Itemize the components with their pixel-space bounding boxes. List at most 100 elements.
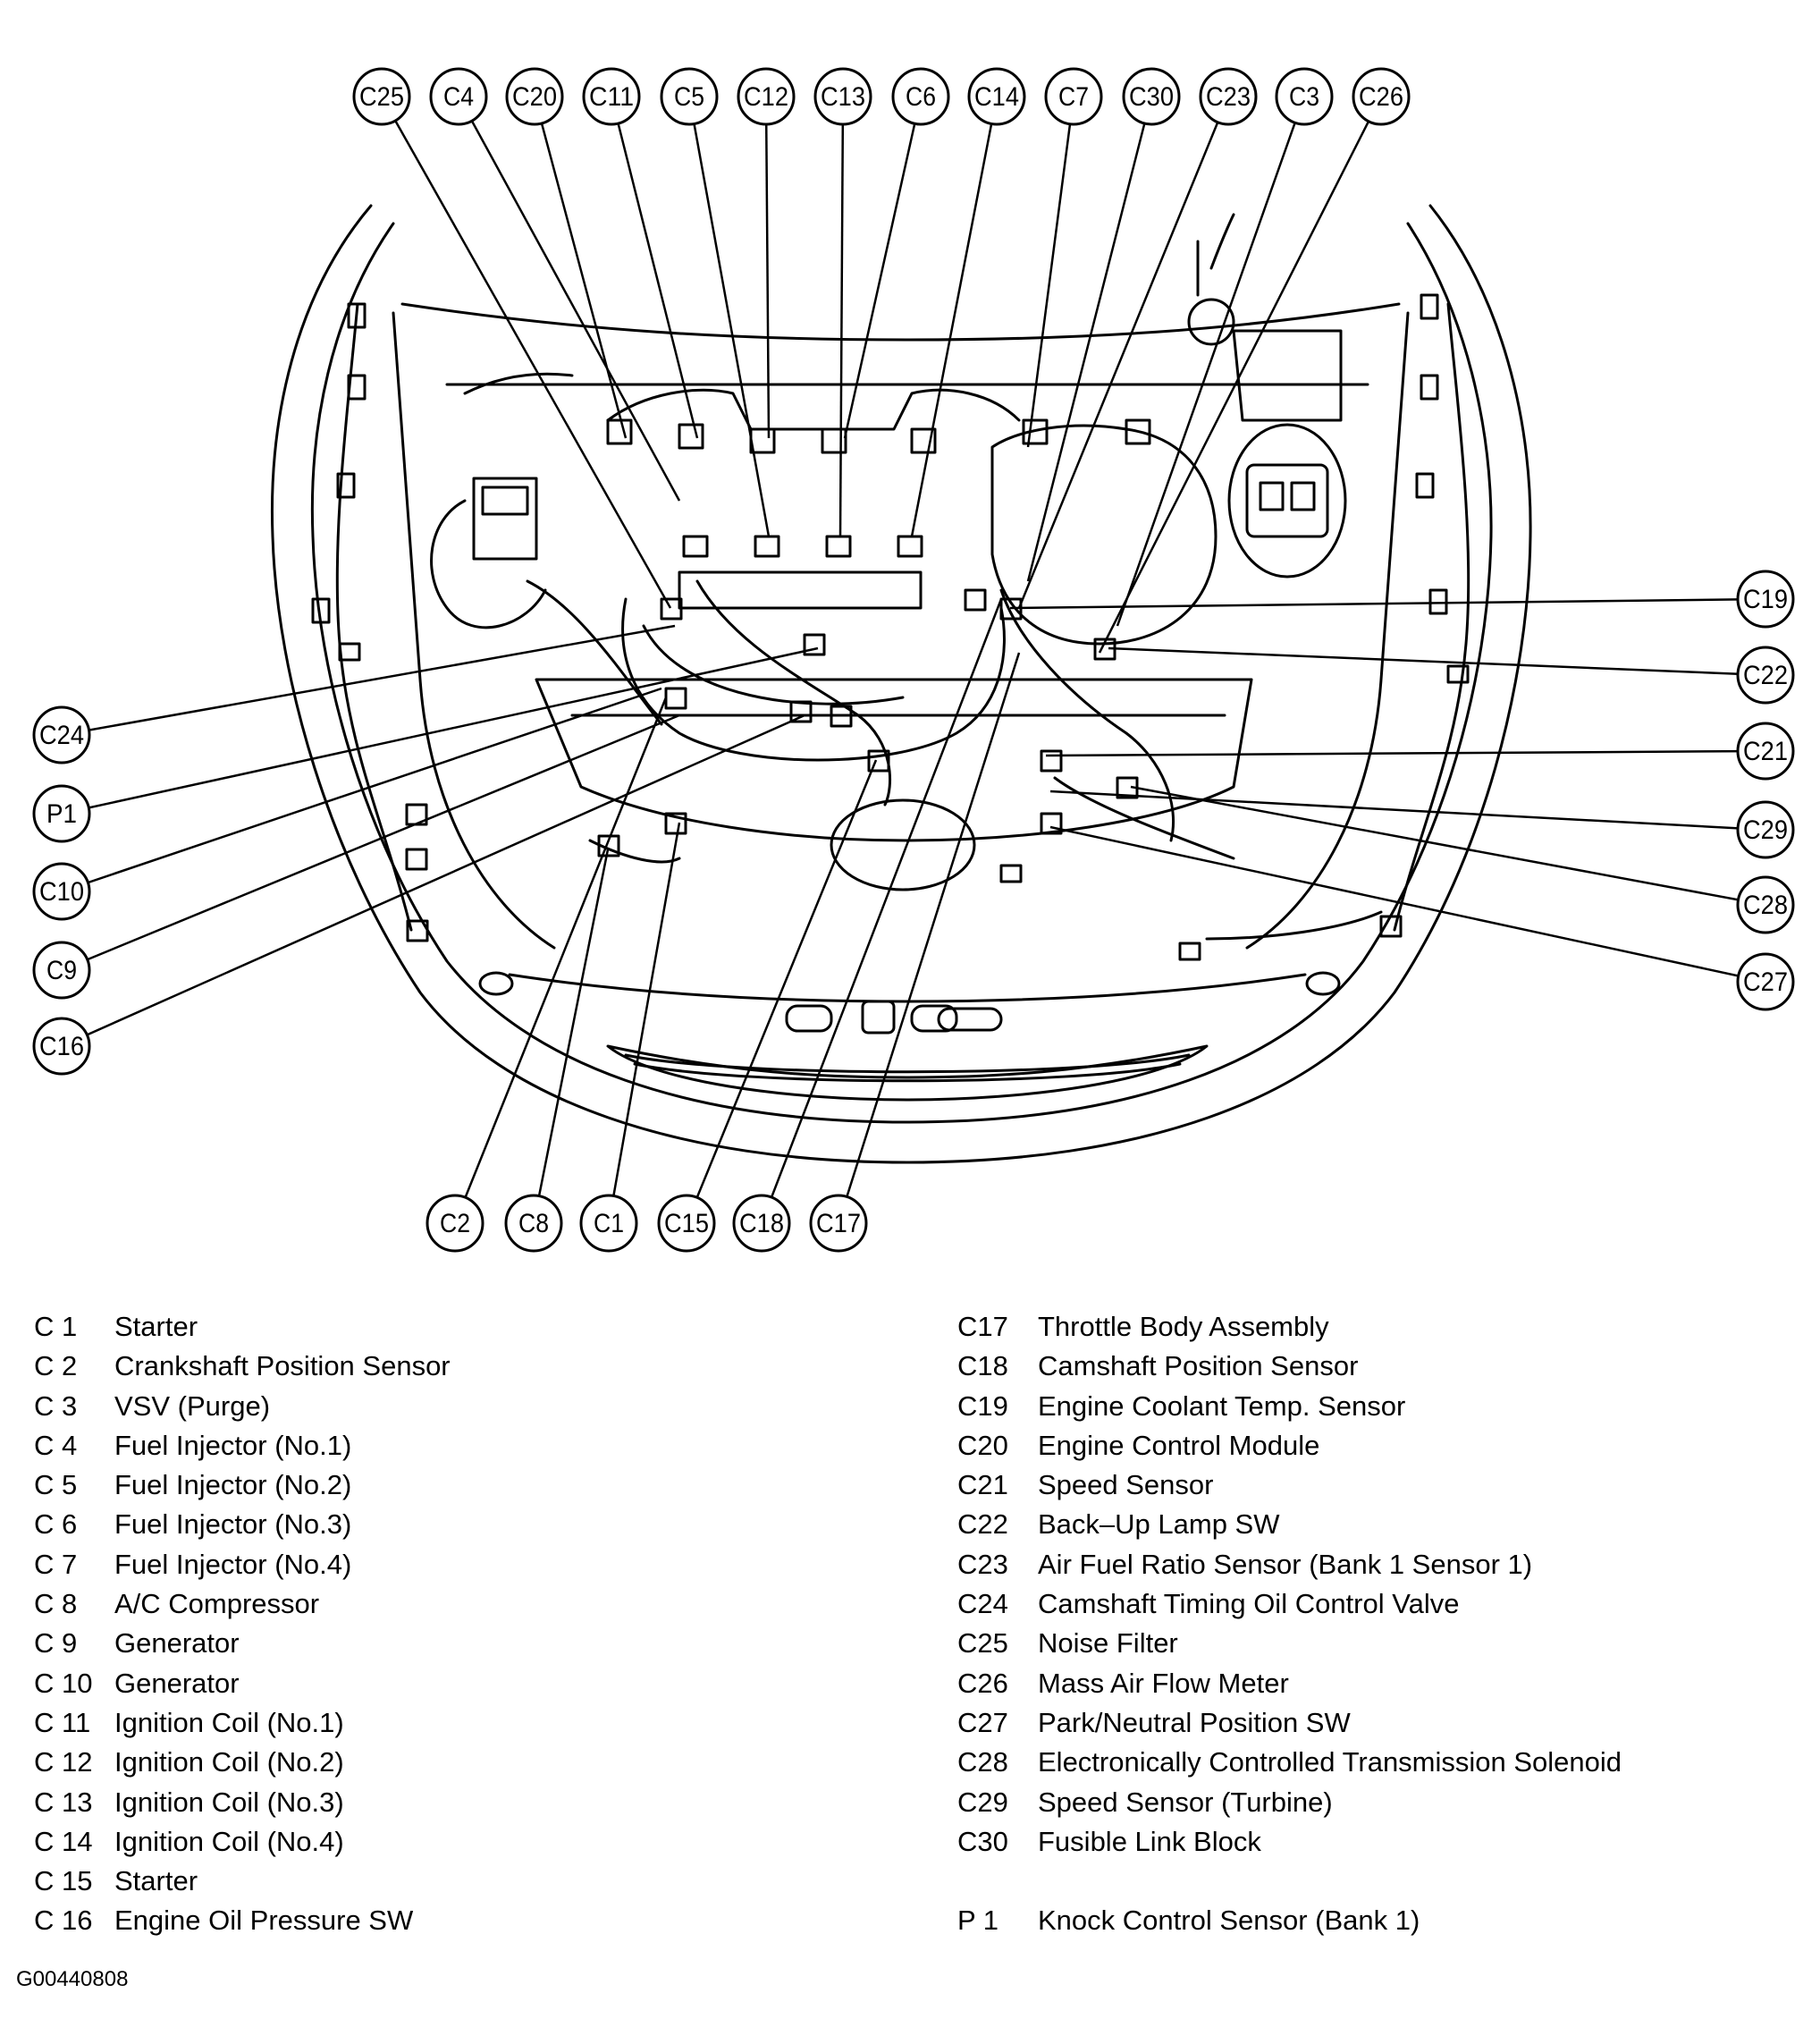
legend-code: C 16 [34, 1905, 93, 1937]
legend-desc: A/C Compressor [114, 1588, 320, 1620]
legend-desc: Ignition Coil (No.4) [114, 1825, 344, 1857]
legend-desc: Ignition Coil (No.2) [114, 1746, 344, 1778]
legend-code: C22 [957, 1508, 1008, 1541]
legend-row: C27 Park/Neutral Position SW [957, 1703, 1622, 1743]
legend-desc: Fuel Injector (No.3) [114, 1508, 352, 1541]
legend-code: C21 [957, 1469, 1008, 1501]
legend-row: C 14 Ignition Coil (No.4) [34, 1822, 451, 1862]
legend-code: C 9 [34, 1627, 78, 1660]
callout-label: C24 [39, 721, 84, 750]
leader-line [1098, 96, 1383, 654]
callout-label: C8 [518, 1209, 549, 1238]
legend-code: C20 [957, 1429, 1008, 1461]
callout-circle [32, 705, 91, 764]
legend-desc: Fuel Injector (No.1) [114, 1429, 352, 1461]
legend-desc: Electronically Controlled Transmission S… [1038, 1746, 1622, 1778]
legend-code: C18 [957, 1350, 1008, 1382]
legend-code: C26 [957, 1667, 1008, 1699]
callout-label: C2 [440, 1209, 470, 1238]
callout-label: C28 [1743, 891, 1788, 920]
legend-code: C24 [957, 1588, 1008, 1620]
legend-desc: Fuel Injector (No.2) [114, 1469, 352, 1501]
leader-line [61, 646, 819, 815]
leader-line [457, 96, 681, 502]
legend-code: C 12 [34, 1746, 93, 1778]
legend-row: C 12 Ignition Coil (No.2) [34, 1743, 451, 1782]
legend-code: C30 [957, 1825, 1008, 1857]
legend-desc: Generator [114, 1667, 240, 1699]
leader-line [61, 714, 805, 1048]
legend-row: C 11 Ignition Coil (No.1) [34, 1703, 451, 1743]
callout-label: C12 [744, 82, 788, 112]
leader-line [760, 598, 1003, 1224]
leader-line [685, 759, 878, 1224]
leader-line [610, 96, 699, 439]
legend-code: C 14 [34, 1825, 93, 1857]
callout-circle [582, 67, 641, 126]
callout-circle [1736, 800, 1795, 859]
leader-line [687, 96, 771, 537]
legend-desc: Crankshaft Position Sensor [114, 1350, 451, 1382]
leader-line [1017, 96, 1230, 609]
leader-line [1026, 96, 1153, 582]
leader-line [1130, 785, 1766, 907]
legend-code: C29 [957, 1786, 1008, 1818]
legend-spacer [957, 1862, 1622, 1901]
callout-circle [660, 67, 719, 126]
leader-line [843, 96, 923, 439]
callout-label: C11 [589, 82, 634, 112]
legend-code: C 15 [34, 1865, 93, 1897]
callout-label: C16 [39, 1032, 84, 1061]
legend-code: C 5 [34, 1469, 78, 1501]
legend-row: C25 Noise Filter [957, 1624, 1622, 1663]
callout-label: C17 [816, 1209, 861, 1238]
callout-label: C6 [906, 82, 936, 112]
callout-circle [579, 1194, 638, 1253]
callout-label: C29 [1743, 815, 1788, 845]
legend-code: C 3 [34, 1389, 78, 1422]
legend-desc: Noise Filter [1038, 1627, 1178, 1660]
callout-label: C10 [39, 877, 84, 907]
callout-label: C18 [739, 1209, 784, 1238]
legend-code: C25 [957, 1627, 1008, 1660]
callout-circle [32, 784, 91, 843]
legend-desc: Park/Neutral Position SW [1038, 1706, 1351, 1738]
leader-line [1026, 96, 1075, 448]
legend-desc: Fuel Injector (No.4) [114, 1548, 352, 1580]
legend-code: C27 [957, 1706, 1008, 1738]
callout-circle [1736, 952, 1795, 1011]
legend-code: C 11 [34, 1706, 91, 1738]
legend-desc: Starter [114, 1311, 198, 1342]
legend-code: P 1 [957, 1905, 998, 1937]
callout-circle [737, 67, 796, 126]
callout-label: C14 [974, 82, 1019, 112]
callout-circle [429, 67, 488, 126]
legend-desc: Engine Oil Pressure SW [114, 1905, 414, 1937]
callout-label: C20 [512, 82, 557, 112]
legend-desc: Ignition Coil (No.1) [114, 1706, 344, 1738]
callout-label: C1 [594, 1209, 624, 1238]
legend-code: C 1 [34, 1311, 78, 1342]
legend-row: C 16 Engine Oil Pressure SW [34, 1901, 451, 1940]
legend-code: C23 [957, 1548, 1008, 1580]
callout-label: C27 [1743, 967, 1788, 997]
